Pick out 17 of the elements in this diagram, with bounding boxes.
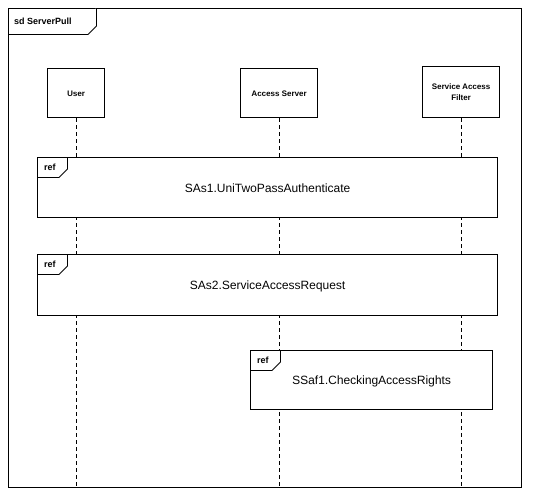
interaction-use-box — [37, 157, 498, 218]
lifeline-head — [240, 68, 318, 118]
frame-title: sd ServerPull — [14, 16, 72, 26]
sequence-frame — [8, 8, 522, 488]
lifeline-name: User — [67, 88, 85, 98]
ref-keyword: ref — [257, 355, 269, 365]
interaction-use-box — [37, 254, 498, 316]
interaction-name: SAs2.ServiceAccessRequest — [188, 278, 346, 292]
ref-keyword: ref — [44, 259, 56, 269]
interaction-name: SAs1.UniTwoPassAuthenticate — [184, 181, 352, 195]
lifeline-head — [422, 66, 500, 118]
interaction-use-box — [250, 350, 493, 410]
lifeline-name: Service Access Filter — [430, 81, 492, 103]
lifeline-name: Access Server — [251, 88, 307, 98]
ref-keyword: ref — [44, 162, 56, 172]
interaction-name: SSaf1.CheckingAccessRights — [291, 373, 452, 387]
lifeline-head — [47, 68, 105, 118]
